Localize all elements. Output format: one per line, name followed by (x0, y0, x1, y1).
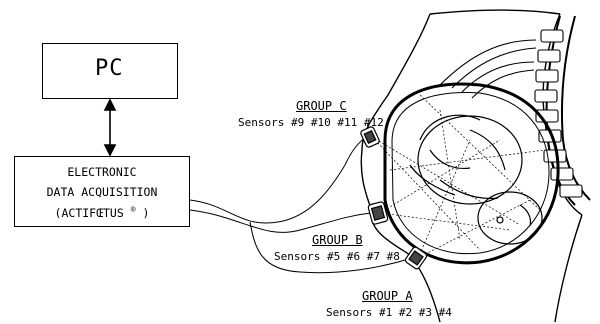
ribs (440, 40, 536, 98)
spine-icon (535, 16, 590, 205)
daq-line-3-prefix: (ACTIFŒTUS (55, 206, 124, 220)
pc-label: PC (95, 56, 124, 81)
registered-mark: ® (131, 205, 136, 214)
group-a-title: GROUP A (362, 289, 413, 303)
group-b-title: GROUP B (312, 233, 363, 247)
daq-line-2: DATA ACQUISITION (14, 185, 190, 199)
group-b-sensors: Sensors #5 #6 #7 #8 (274, 250, 400, 263)
group-c-sensors: Sensors #9 #10 #11 #12 (238, 116, 384, 129)
daq-line-3: (ACTIFŒTUS ® ) (14, 205, 190, 220)
fetus-icon (410, 115, 542, 244)
group-a-sensors: Sensors #1 #2 #3 #4 (326, 306, 452, 319)
daq-line-3-suffix: ) (143, 206, 150, 220)
uterus (385, 84, 558, 263)
sensor-a (404, 246, 427, 270)
daq-line-1: ELECTRONIC (14, 165, 190, 179)
group-c-title: GROUP C (296, 99, 347, 113)
bidirectional-arrow (105, 100, 115, 155)
